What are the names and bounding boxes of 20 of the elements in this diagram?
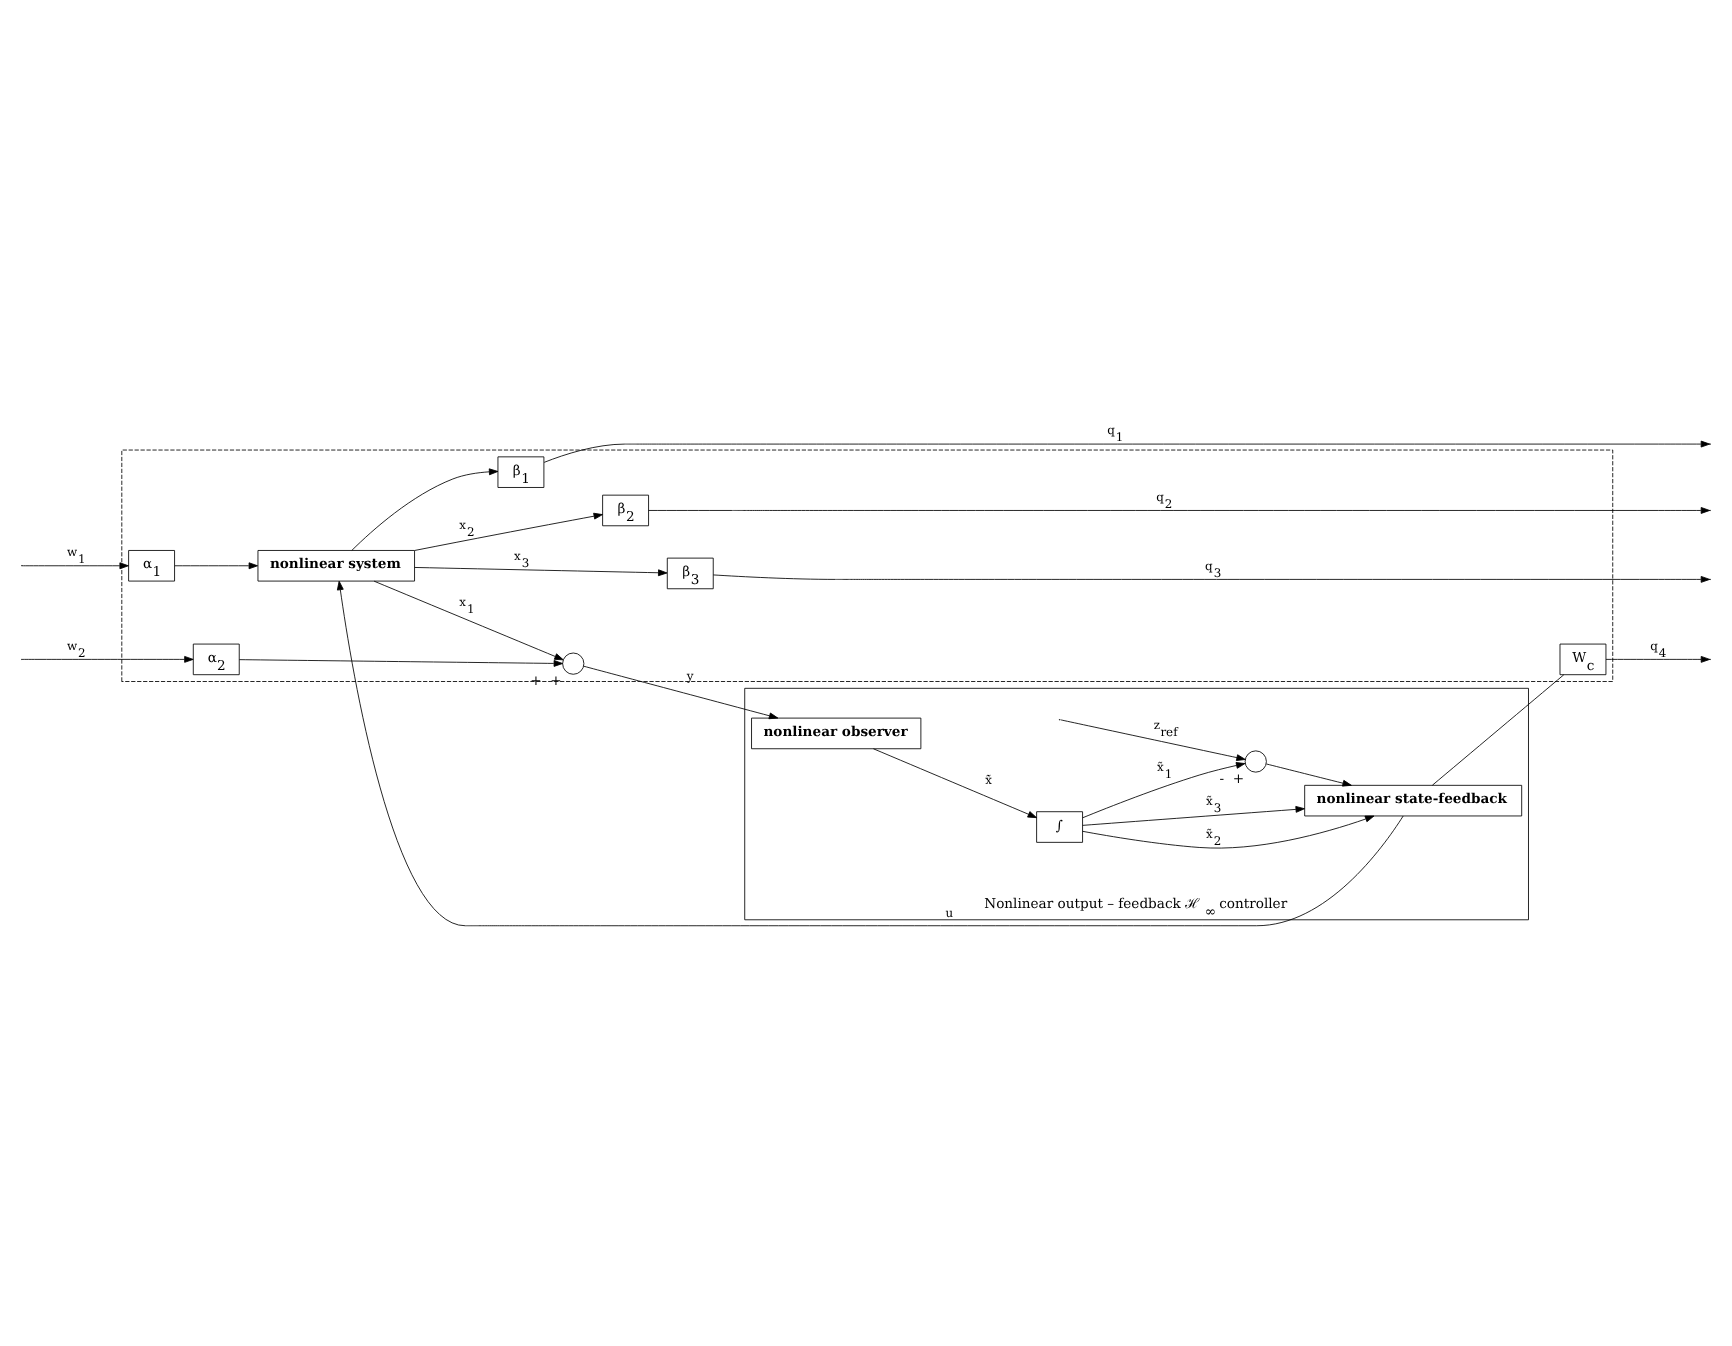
arrow	[373, 580, 564, 661]
arrow	[174, 562, 258, 570]
arrow	[351, 468, 499, 551]
arrow	[1082, 754, 1246, 819]
arrow	[1265, 763, 1352, 787]
arrow	[583, 665, 779, 720]
arrow	[1060, 719, 1246, 769]
arrow	[414, 512, 603, 551]
arrow	[873, 748, 1037, 819]
arrow	[543, 440, 1711, 463]
connector	[1431, 674, 1565, 786]
arrow	[336, 580, 1404, 927]
node-circle	[1244, 750, 1267, 773]
arrow	[21, 562, 129, 570]
arrow	[1082, 805, 1305, 826]
node-circle	[562, 652, 585, 675]
arrow	[21, 656, 194, 663]
arrow	[238, 659, 563, 667]
arrow	[414, 567, 668, 577]
arrow	[1082, 815, 1375, 849]
